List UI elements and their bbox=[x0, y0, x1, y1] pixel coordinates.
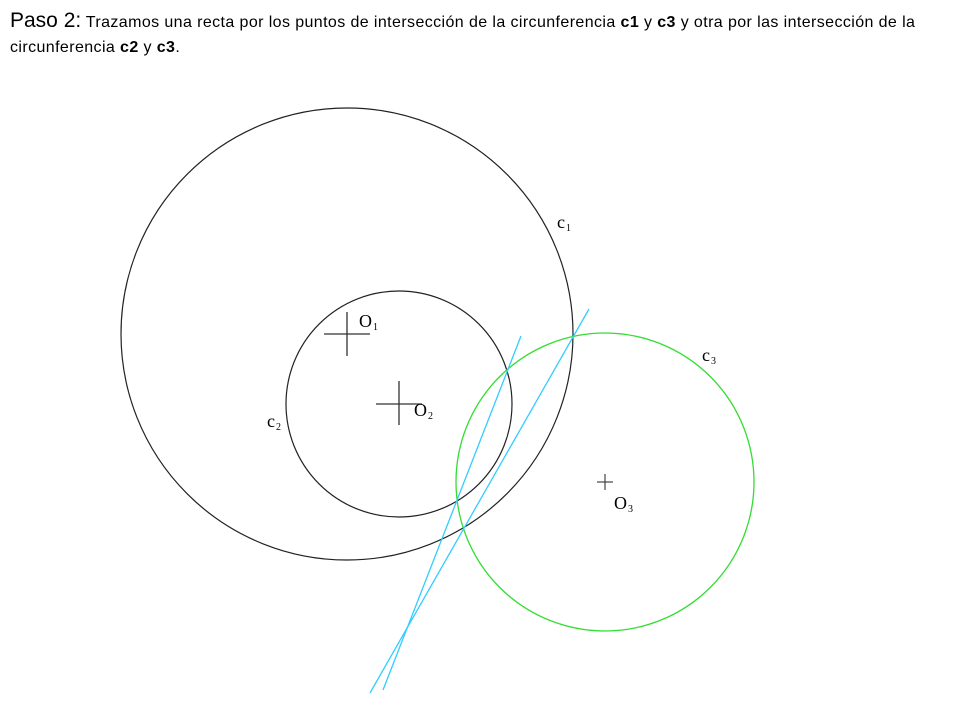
svg-text:2: 2 bbox=[276, 422, 281, 433]
circle-c3 bbox=[455, 332, 755, 632]
label-o2: O 2 bbox=[414, 400, 433, 422]
ref-c2: c2 bbox=[120, 39, 139, 56]
instruction-text: Paso 2: Trazamos una recta por los punto… bbox=[10, 8, 950, 60]
instruction-part-2: y otra por las intersección de la circun… bbox=[10, 14, 916, 56]
circle-c2 bbox=[285, 290, 513, 518]
circle-c1 bbox=[120, 107, 574, 561]
label-o3: O 3 bbox=[614, 493, 633, 515]
label-c3: c 3 bbox=[702, 345, 716, 367]
svg-text:c: c bbox=[557, 212, 565, 232]
svg-text:1: 1 bbox=[566, 223, 571, 234]
label-c2: c 2 bbox=[267, 411, 281, 433]
line-c2-c3 bbox=[382, 335, 522, 691]
center-mark-o3 bbox=[597, 474, 613, 490]
instruction-and-2: y bbox=[138, 39, 157, 56]
svg-text:O: O bbox=[414, 400, 427, 420]
instruction-part-1: Trazamos una recta por los puntos de int… bbox=[81, 14, 621, 31]
svg-text:1: 1 bbox=[373, 322, 378, 333]
svg-text:c: c bbox=[702, 345, 710, 365]
ref-c1: c1 bbox=[620, 14, 640, 31]
label-o1: O 1 bbox=[359, 311, 378, 333]
instruction-and-1: y bbox=[639, 14, 658, 31]
svg-text:O: O bbox=[359, 311, 372, 331]
center-mark-o2 bbox=[376, 381, 422, 425]
label-c1: c 1 bbox=[557, 212, 571, 234]
ref-c3-second: c3 bbox=[156, 39, 176, 56]
svg-text:3: 3 bbox=[628, 504, 633, 515]
step-title: Paso 2: bbox=[10, 9, 82, 32]
svg-text:c: c bbox=[267, 411, 275, 431]
instruction-end: . bbox=[175, 39, 181, 56]
ref-c3-first: c3 bbox=[657, 14, 676, 31]
svg-text:2: 2 bbox=[428, 411, 433, 422]
center-mark-o1 bbox=[324, 312, 370, 356]
line-c1-c3 bbox=[369, 308, 590, 694]
svg-text:O: O bbox=[614, 493, 627, 513]
svg-text:3: 3 bbox=[711, 356, 716, 367]
